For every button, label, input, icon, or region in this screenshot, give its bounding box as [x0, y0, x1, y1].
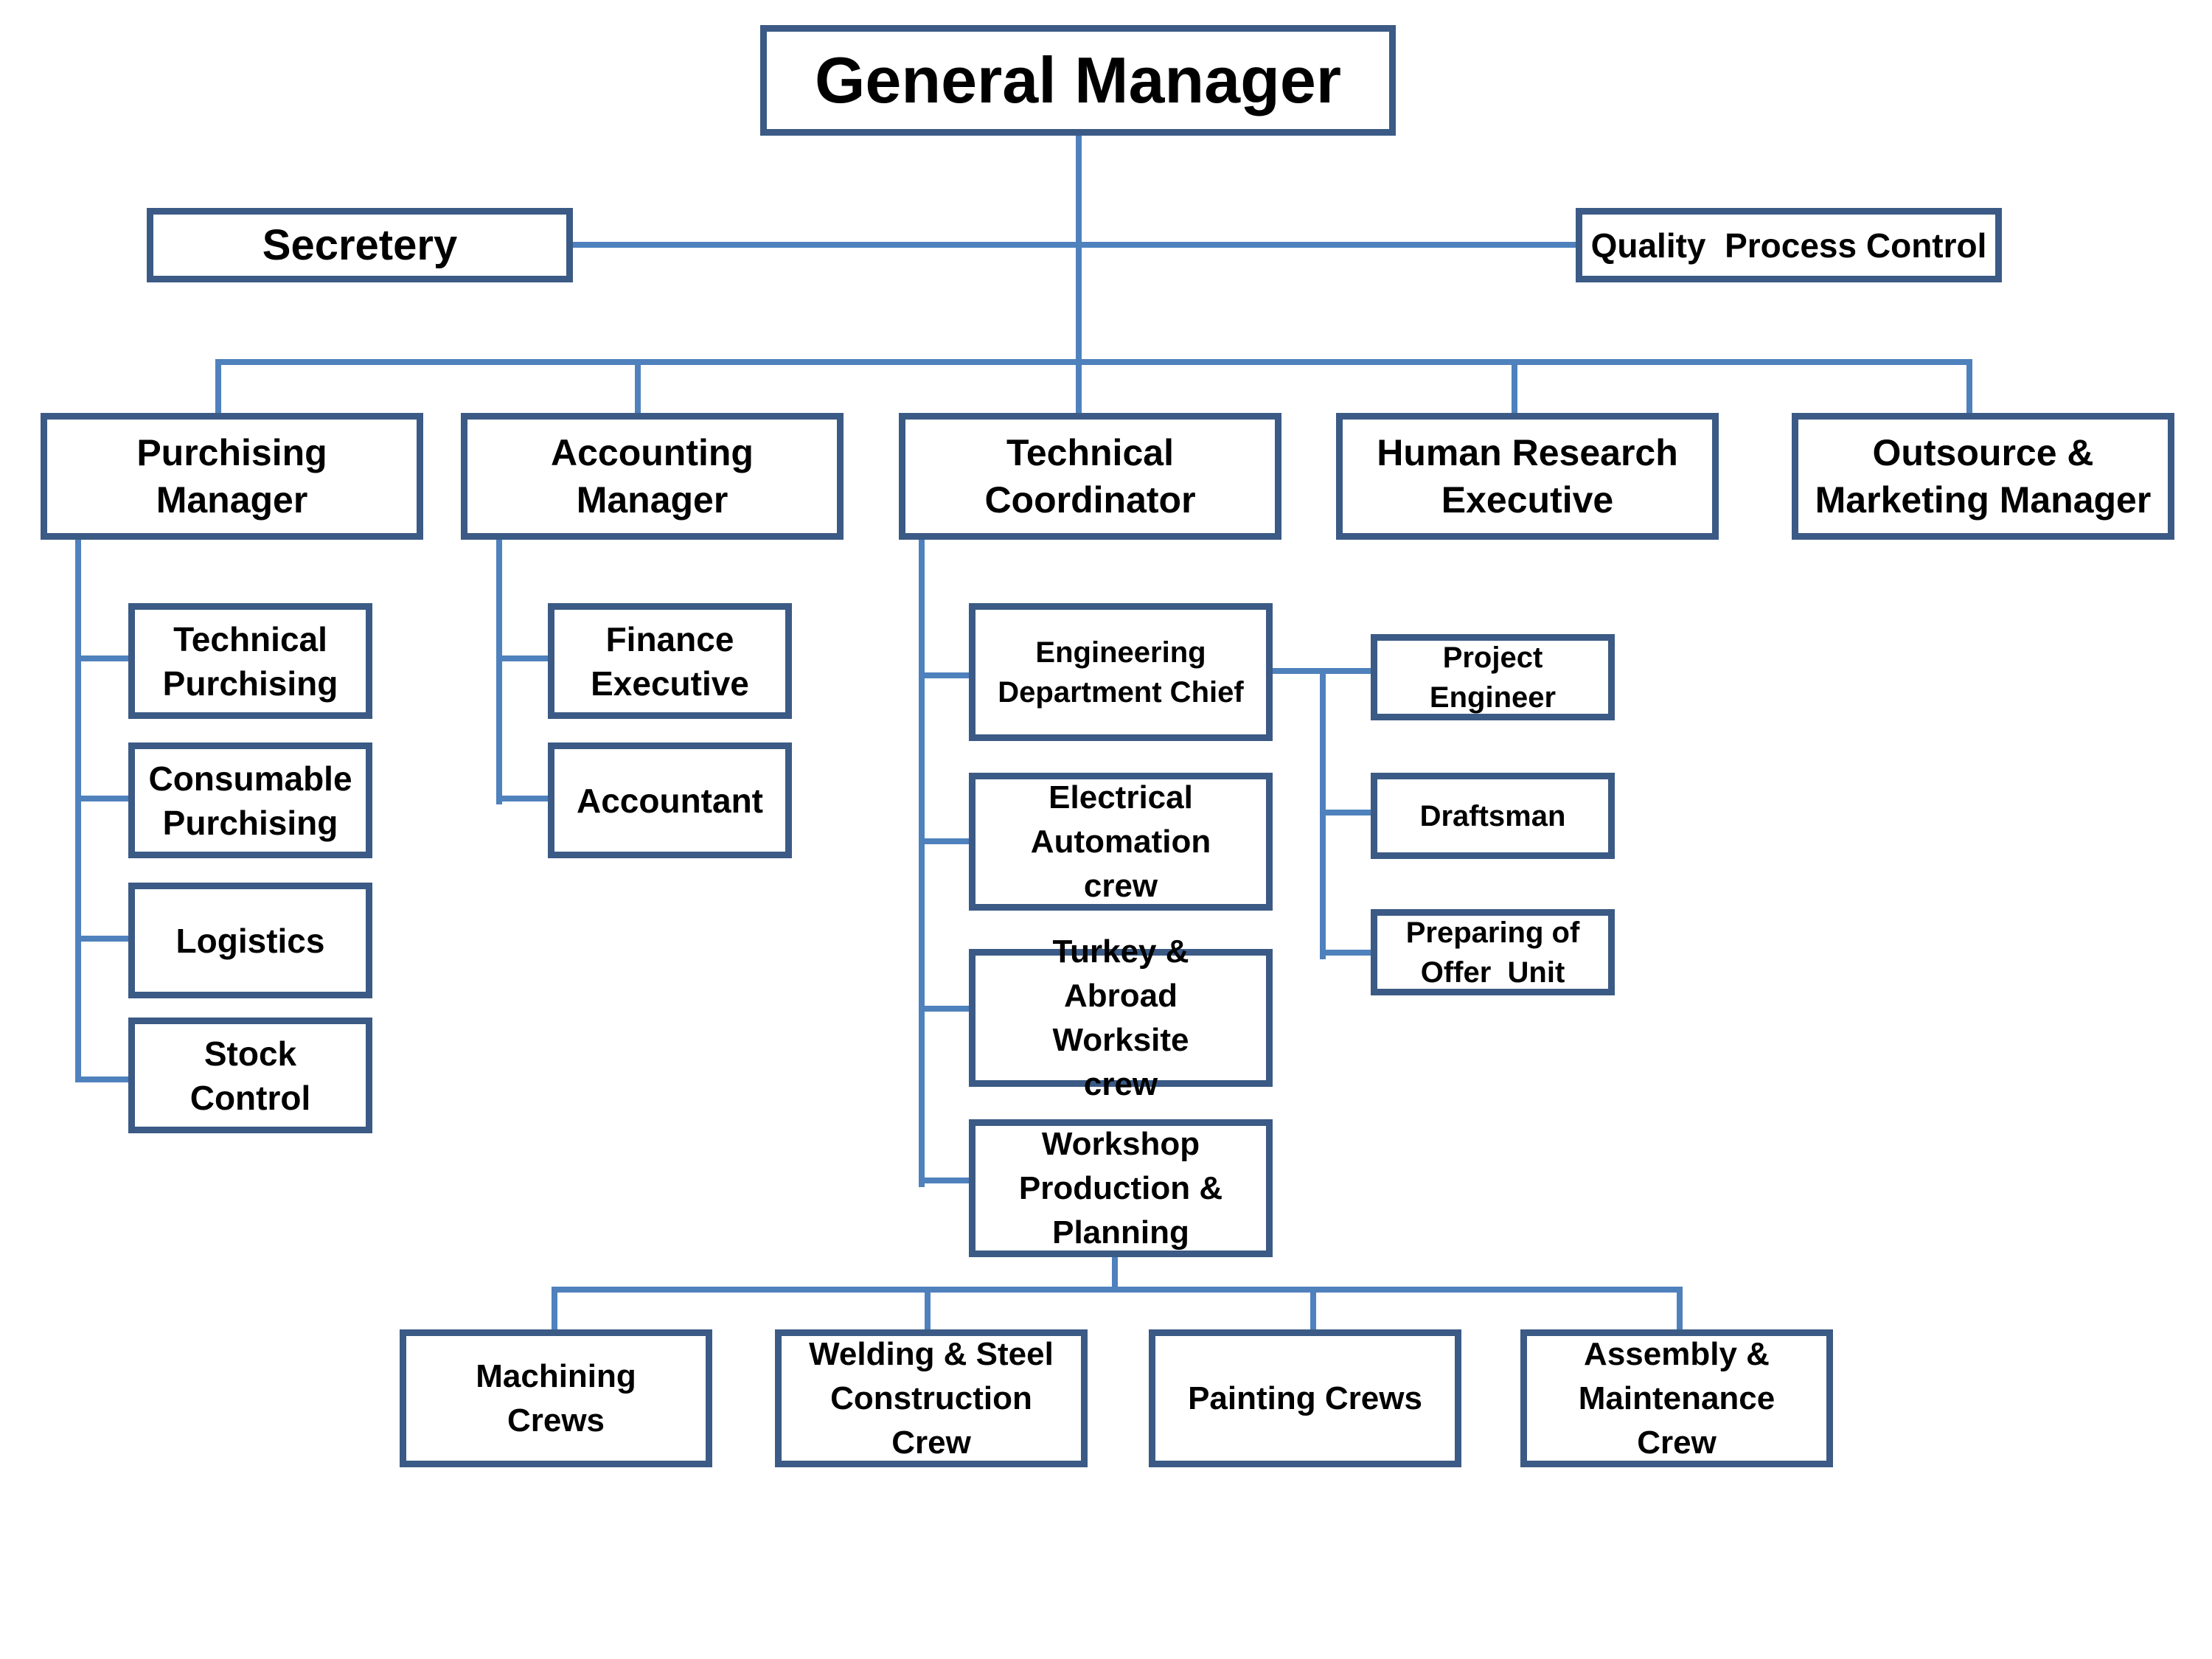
- logistics-label: Logistics: [175, 921, 325, 960]
- electrical-automation-crew-label: Electrical Automation crew: [1030, 779, 1211, 904]
- stock-control-box: Stock Control: [128, 1018, 372, 1133]
- accounting-manager-box: Accounting Manager: [461, 413, 844, 540]
- workshop-production-planning-box: Workshop Production & Planning: [969, 1119, 1273, 1257]
- painting-crews-box: Painting Crews: [1149, 1329, 1461, 1467]
- outsource-marketing-manager-box: Outsource & Marketing Manager: [1792, 413, 2174, 540]
- preparing-offer-unit-label: Preparing of Offer Unit: [1405, 916, 1588, 989]
- draftsman-label: Draftsman: [1419, 799, 1566, 832]
- general-manager-label: General Manager: [814, 44, 1342, 116]
- welding-steel-construction-crew-label: Welding & Steel Construction Crew: [809, 1335, 1054, 1461]
- technical-purchasing-label: Technical Purchising: [162, 619, 338, 703]
- accountant-box: Accountant: [548, 742, 792, 858]
- welding-steel-construction-crew-box: Welding & Steel Construction Crew: [775, 1329, 1088, 1467]
- human-research-executive-label: Human Research Executive: [1377, 432, 1678, 521]
- accountant-label: Accountant: [577, 781, 763, 820]
- finance-executive-box: Finance Executive: [548, 603, 792, 719]
- secretary-box: Secretery: [147, 208, 573, 282]
- electrical-automation-crew-box: Electrical Automation crew: [969, 773, 1273, 911]
- assembly-maintenance-crew-label: Assembly & Maintenance Crew: [1578, 1335, 1775, 1461]
- human-research-executive-box: Human Research Executive: [1336, 413, 1719, 540]
- consumable-purchasing-label: Consumable Purchising: [148, 759, 352, 842]
- machining-crews-box: Machining Crews: [400, 1329, 712, 1467]
- accounting-manager-label: Accounting Manager: [551, 432, 754, 521]
- quality-process-control-label: Quality Process Control: [1590, 226, 1987, 265]
- purchasing-manager-label: Purchising Manager: [136, 432, 327, 521]
- general-manager-box: General Manager: [760, 25, 1396, 136]
- project-engineer-label: Project Engineer: [1429, 641, 1557, 714]
- machining-crews-label: Machining Crews: [476, 1357, 636, 1439]
- turkey-abroad-worksite-crew-box: Turkey & Abroad Worksite crew: [969, 933, 1273, 1102]
- draftsman-box: Draftsman: [1371, 773, 1615, 859]
- quality-process-control-box: Quality Process Control: [1576, 208, 2002, 282]
- turkey-abroad-worksite-crew-label: Turkey & Abroad Worksite crew: [1052, 933, 1189, 1102]
- finance-executive-label: Finance Executive: [591, 619, 749, 703]
- painting-crews-label: Painting Crews: [1188, 1380, 1422, 1416]
- technical-coordinator-box: Technical Coordinator: [899, 413, 1281, 540]
- consumable-purchasing-box: Consumable Purchising: [128, 742, 372, 858]
- logistics-box: Logistics: [128, 883, 372, 998]
- purchasing-manager-box: Purchising Manager: [41, 413, 423, 540]
- technical-purchasing-box: Technical Purchising: [128, 603, 372, 719]
- stock-control-label: Stock Control: [189, 1034, 311, 1117]
- project-engineer-box: Project Engineer: [1371, 634, 1615, 720]
- secretary-label: Secretery: [262, 220, 458, 269]
- outsource-marketing-manager-label: Outsource & Marketing Manager: [1815, 432, 2152, 521]
- technical-coordinator-label: Technical Coordinator: [984, 432, 1196, 521]
- engineering-department-chief-label: Engineering Department Chief: [998, 636, 1244, 709]
- assembly-maintenance-crew-box: Assembly & Maintenance Crew: [1520, 1329, 1833, 1467]
- engineering-department-chief-box: Engineering Department Chief: [969, 603, 1273, 741]
- workshop-production-planning-label: Workshop Production & Planning: [1018, 1125, 1223, 1251]
- preparing-offer-unit-box: Preparing of Offer Unit: [1371, 909, 1615, 995]
